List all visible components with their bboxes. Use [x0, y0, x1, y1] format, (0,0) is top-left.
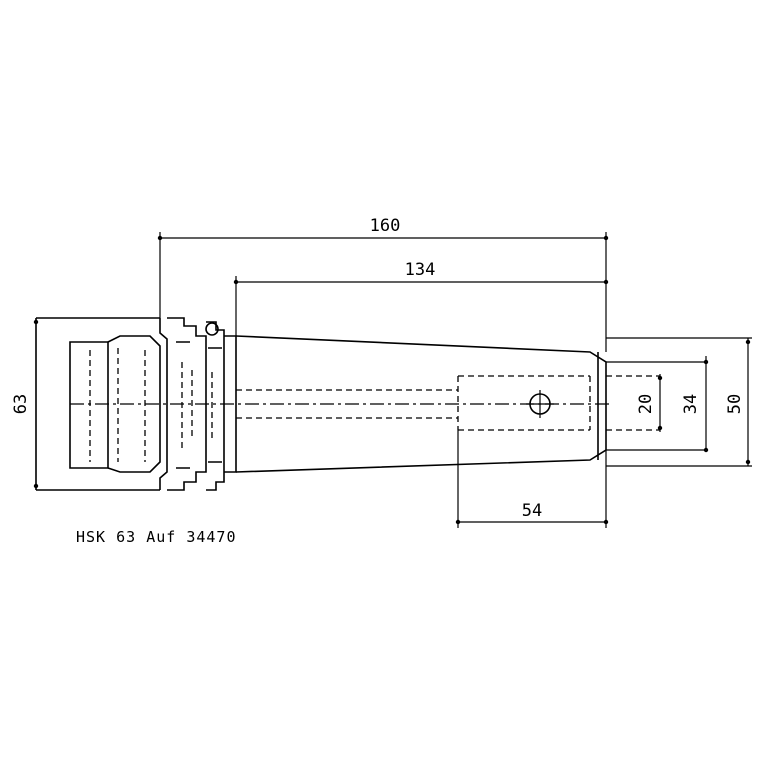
shank-length-label: 134: [405, 260, 436, 280]
flange-section: [35, 317, 237, 491]
internal-bore: [236, 375, 660, 431]
dim-overall-length: 160: [157, 216, 609, 352]
dim-body-diameter: 50: [606, 337, 752, 467]
bore-outer-label: 34: [681, 394, 701, 414]
dim-bore-inner: 20: [636, 374, 663, 432]
part-note: HSK 63 Auf 34470: [76, 528, 237, 546]
dim-bore-outer: 34: [681, 356, 709, 453]
dim-shank-length: 134: [233, 260, 609, 336]
bore-depth-label: 54: [522, 501, 542, 521]
body-diameter-label: 50: [725, 394, 745, 414]
dim-flange-diameter: 63: [11, 319, 39, 489]
tapered-body: [235, 335, 706, 473]
dim-bore-depth: 54: [455, 430, 609, 528]
flange-diameter-label: 63: [11, 394, 31, 414]
bore-inner-label: 20: [636, 394, 656, 414]
overall-length-label: 160: [370, 216, 401, 236]
